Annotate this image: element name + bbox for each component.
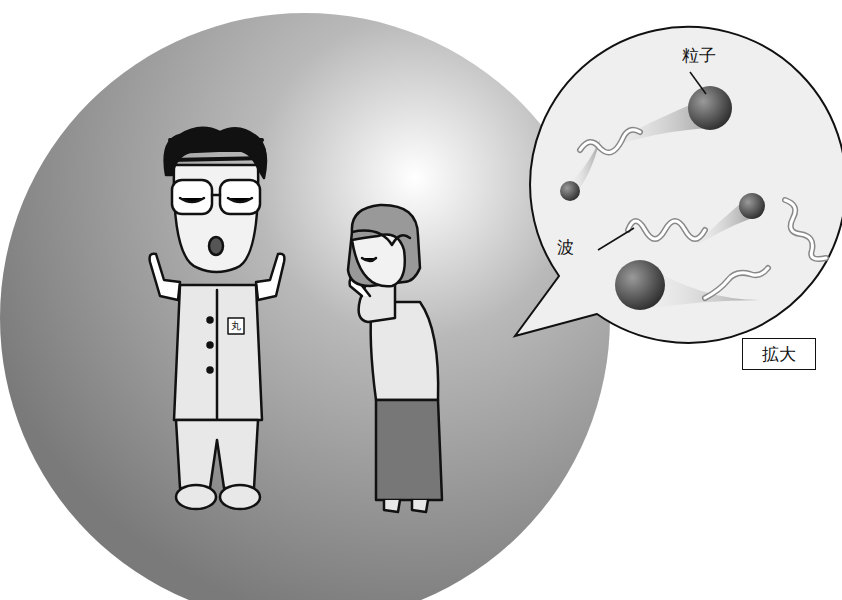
wave-outline bbox=[628, 221, 705, 239]
bubble-shape bbox=[515, 27, 842, 343]
leader-line bbox=[690, 72, 706, 94]
wave bbox=[785, 200, 826, 259]
particle bbox=[560, 181, 580, 201]
wave-outline bbox=[785, 200, 826, 259]
woman-figure bbox=[348, 205, 442, 512]
caption-box: 拡大 bbox=[742, 338, 816, 370]
zoom-bubble: 粒子波 bbox=[505, 18, 842, 348]
wave bbox=[580, 130, 640, 153]
man-figure bbox=[150, 128, 285, 509]
wave bbox=[628, 221, 705, 239]
particle bbox=[688, 86, 732, 130]
caption-text: 拡大 bbox=[762, 343, 796, 366]
part-label: 波 bbox=[557, 238, 574, 257]
sphere bbox=[0, 13, 610, 600]
particle bbox=[615, 260, 665, 310]
particle bbox=[739, 193, 765, 219]
part-label: 粒子 bbox=[682, 46, 716, 65]
wave bbox=[705, 268, 768, 298]
leader-line bbox=[598, 228, 634, 250]
wave-outline bbox=[705, 268, 768, 298]
wave-outline bbox=[580, 130, 640, 153]
bubble-outline bbox=[505, 18, 842, 348]
badge-text: 丸 bbox=[228, 321, 244, 331]
